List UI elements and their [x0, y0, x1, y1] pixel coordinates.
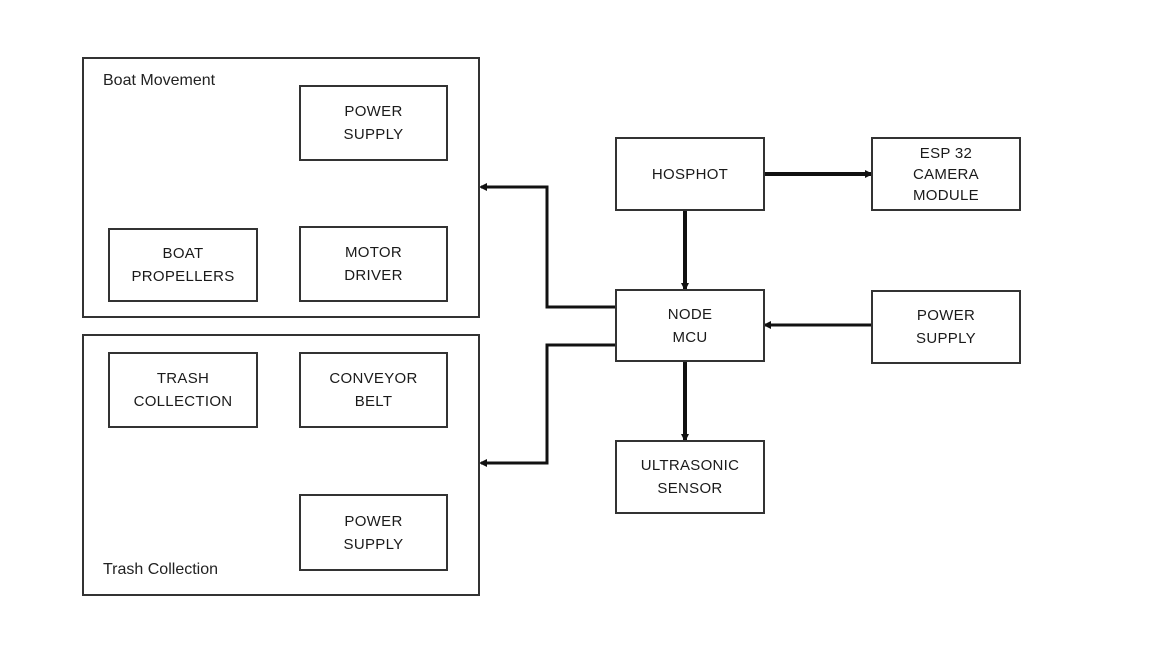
power-supply-main-block: POWER SUPPLY: [871, 290, 1021, 364]
wire-node-mcu-to-trash-collection: [479, 343, 615, 467]
trash-collection-block: TRASH COLLECTION: [108, 352, 258, 428]
power-supply-trash-text: POWER SUPPLY: [343, 512, 404, 553]
node-mcu-block: NODE MCU: [615, 289, 765, 362]
motor-driver-block: MOTOR DRIVER: [299, 226, 448, 302]
power-supply-boat-block: POWER SUPPLY: [299, 85, 448, 161]
hotspot-block: HOSPHOT: [615, 137, 765, 211]
conveyor-belt-block: CONVEYOR BELT: [299, 352, 448, 428]
ultrasonic-sensor-text: ULTRASONIC SENSOR: [640, 457, 740, 497]
node-mcu-text: NODE MCU: [667, 305, 713, 346]
conveyor-belt-text: CONVEYOR BELT: [329, 370, 418, 410]
boat-movement-label: Boat Movement: [103, 72, 216, 89]
esp32-camera-block: ESP 32 CAMERA MODULE: [871, 137, 1021, 211]
wire-node-mcu-to-boat-movement: [479, 183, 615, 309]
esp32-camera-text: ESP 32 CAMERA MODULE: [913, 144, 979, 204]
power-supply-boat-text: POWER SUPPLY: [343, 103, 404, 143]
boat-propellers-text: BOAT PROPELLERS: [131, 245, 235, 285]
boat-propellers-block: BOAT PROPELLERS: [108, 228, 258, 302]
hotspot-text: HOSPHOT: [651, 165, 729, 183]
motor-driver-text: MOTOR DRIVER: [344, 244, 403, 284]
ultrasonic-sensor-block: ULTRASONIC SENSOR: [615, 440, 765, 514]
trash-collection-text: TRASH COLLECTION: [133, 370, 233, 410]
power-supply-trash-block: POWER SUPPLY: [299, 494, 448, 571]
trash-collection-label: Trash Collection: [103, 561, 219, 578]
power-supply-main-text: POWER SUPPLY: [916, 307, 976, 347]
